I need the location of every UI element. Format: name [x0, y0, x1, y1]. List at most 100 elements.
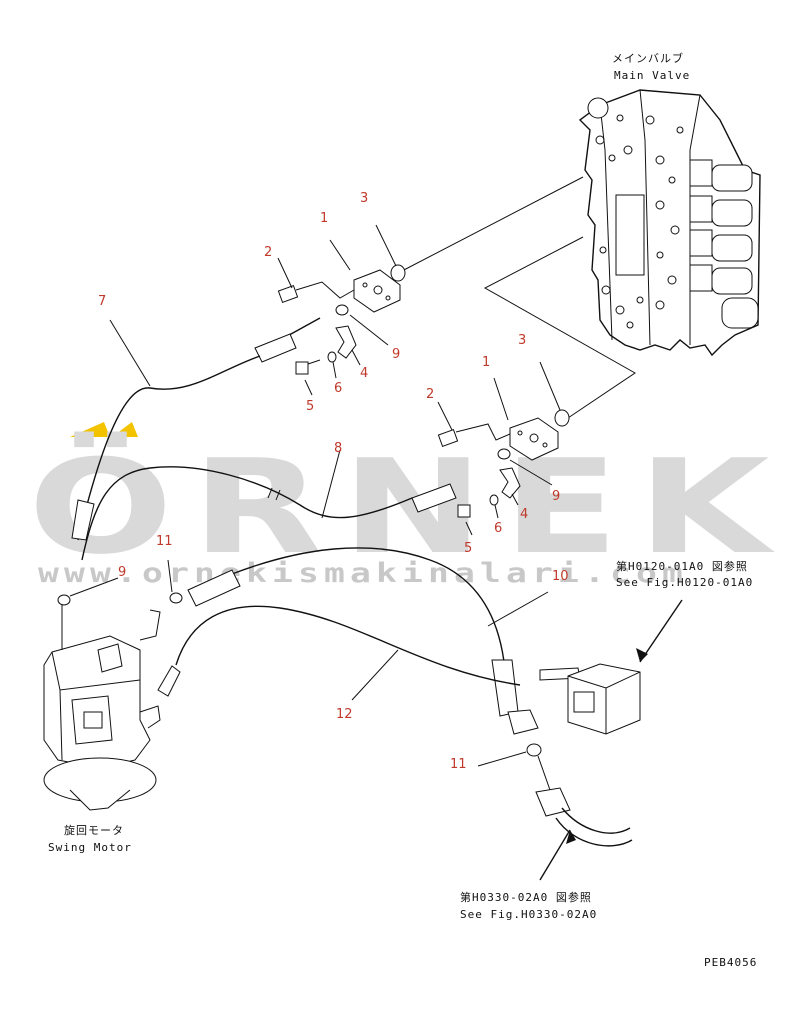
hose-10-ferrule-lower	[491, 659, 519, 717]
valve-holes	[595, 114, 684, 329]
washer-6a	[327, 351, 337, 363]
main-valve-label-jp: メインバルブ	[612, 51, 684, 65]
ref2-label-en: See Fig.H0330-02A0	[460, 908, 597, 921]
bracket-block	[567, 663, 641, 735]
lower-fitting: 第H0330-02A0 図参照 See Fig.H0330-02A0	[460, 743, 633, 921]
callout-5b: 5	[464, 541, 472, 556]
ref1-arrow-head	[636, 648, 648, 662]
leader-4b	[511, 493, 519, 506]
valve-edge-2	[639, 89, 651, 346]
watermark-brand: ÖRNEK	[28, 431, 788, 583]
leader-10	[487, 591, 549, 627]
hose-10-ferrule	[187, 569, 241, 607]
valve-cap	[587, 97, 609, 119]
leader-5a	[304, 379, 313, 396]
valve-plate	[615, 194, 645, 276]
hose-10	[231, 547, 506, 671]
callout-9b: 9	[552, 489, 560, 504]
motor-line-link	[139, 609, 161, 641]
leader-2b	[437, 401, 453, 431]
split-flange-4a	[335, 325, 357, 359]
bolt-head-2b	[437, 428, 459, 448]
leader-4a	[351, 349, 361, 366]
bolt-shank-2b	[455, 423, 511, 441]
leader-7	[109, 319, 151, 387]
hose-7-ferrule-lower	[71, 499, 95, 541]
o-ring-3b	[554, 409, 570, 427]
leader-1a	[329, 239, 351, 271]
hose-7-ferrule	[254, 333, 297, 363]
hose-12	[175, 605, 521, 686]
watermark-url: www.ornekismakinalari.com	[38, 558, 688, 589]
leader-6b	[494, 504, 499, 519]
bolt-head-2a	[277, 284, 299, 304]
fitting-block	[535, 787, 571, 817]
ref2-label-jp: 第H0330-02A0 図参照	[460, 890, 592, 904]
leader-9a	[349, 314, 389, 346]
leader-2a	[277, 257, 293, 289]
leader-9c	[69, 577, 119, 597]
hoses	[71, 317, 549, 735]
o-ring-9c	[57, 594, 71, 606]
callout-9c: 9	[118, 565, 126, 580]
leader-12	[351, 649, 399, 701]
callout-1b: 1	[482, 355, 490, 370]
callout-6a: 6	[334, 381, 342, 396]
motor-top-fitting	[97, 643, 123, 673]
o-ring-11a	[169, 592, 183, 604]
motor-side-fitting	[139, 705, 161, 729]
callout-3a: 3	[360, 191, 368, 206]
swing-motor-drawing: 旋回モータ Swing Motor	[43, 559, 183, 854]
callout-5a: 5	[306, 399, 314, 414]
valve-body-outline	[578, 89, 761, 357]
o-ring-11b	[526, 743, 542, 757]
callout-4a: 4	[360, 366, 368, 381]
callout-12: 12	[336, 707, 353, 722]
leader-11b-down	[537, 755, 551, 791]
bolt-head-5a	[295, 361, 309, 375]
drawing-code: PEB4056	[704, 956, 757, 969]
hose-8-break	[267, 487, 281, 501]
swing-motor-label-jp: 旋回モータ	[64, 823, 124, 837]
hose-8	[81, 466, 413, 561]
callout-4b: 4	[520, 507, 528, 522]
hose-8-ferrule	[411, 483, 457, 513]
motor-edges	[51, 651, 141, 761]
callout-2a: 2	[264, 245, 272, 260]
bolt-shank-2a	[295, 281, 355, 299]
callout-10: 10	[552, 569, 569, 584]
leader-5b	[465, 521, 473, 536]
o-ring-3a	[390, 264, 406, 282]
valve-spools	[689, 159, 759, 329]
main-valve-label-en: Main Valve	[614, 69, 690, 82]
callout-9a: 9	[392, 347, 400, 362]
watermark-accent-right	[112, 422, 138, 437]
callouts: 1 1 2 2 3 3 4 4 5 5 6 6 7 8 9 9 9 10 11 …	[98, 191, 569, 772]
leader-11a	[167, 559, 173, 593]
o-ring-9b	[497, 448, 511, 460]
leader-valve-upper	[399, 176, 584, 273]
flange-block-1a	[353, 269, 401, 313]
leader-1b	[493, 377, 509, 421]
split-flange-4b	[499, 467, 521, 499]
main-valve-drawing: メインバルブ Main Valve	[578, 51, 761, 357]
hose-10-fitting-lower	[507, 709, 539, 735]
leader-9b	[509, 459, 553, 486]
bolt-head-5b	[457, 504, 471, 518]
callout-6b: 6	[494, 521, 502, 536]
upper-flange-assembly	[277, 224, 406, 396]
watermark-accent-left	[70, 422, 110, 437]
ref1-arrow	[639, 599, 683, 663]
ref2-arrow-head	[566, 830, 576, 844]
fitting-pipe	[555, 807, 633, 847]
hose-7	[77, 355, 261, 541]
callout-2b: 2	[426, 387, 434, 402]
leader-valve-lower	[483, 236, 636, 421]
leader-3a	[375, 224, 397, 267]
leader-3b	[539, 361, 561, 411]
washer-6b	[489, 494, 499, 506]
motor-port	[83, 711, 103, 729]
bolt-shank-5a	[307, 359, 321, 365]
callout-8: 8	[334, 441, 342, 456]
